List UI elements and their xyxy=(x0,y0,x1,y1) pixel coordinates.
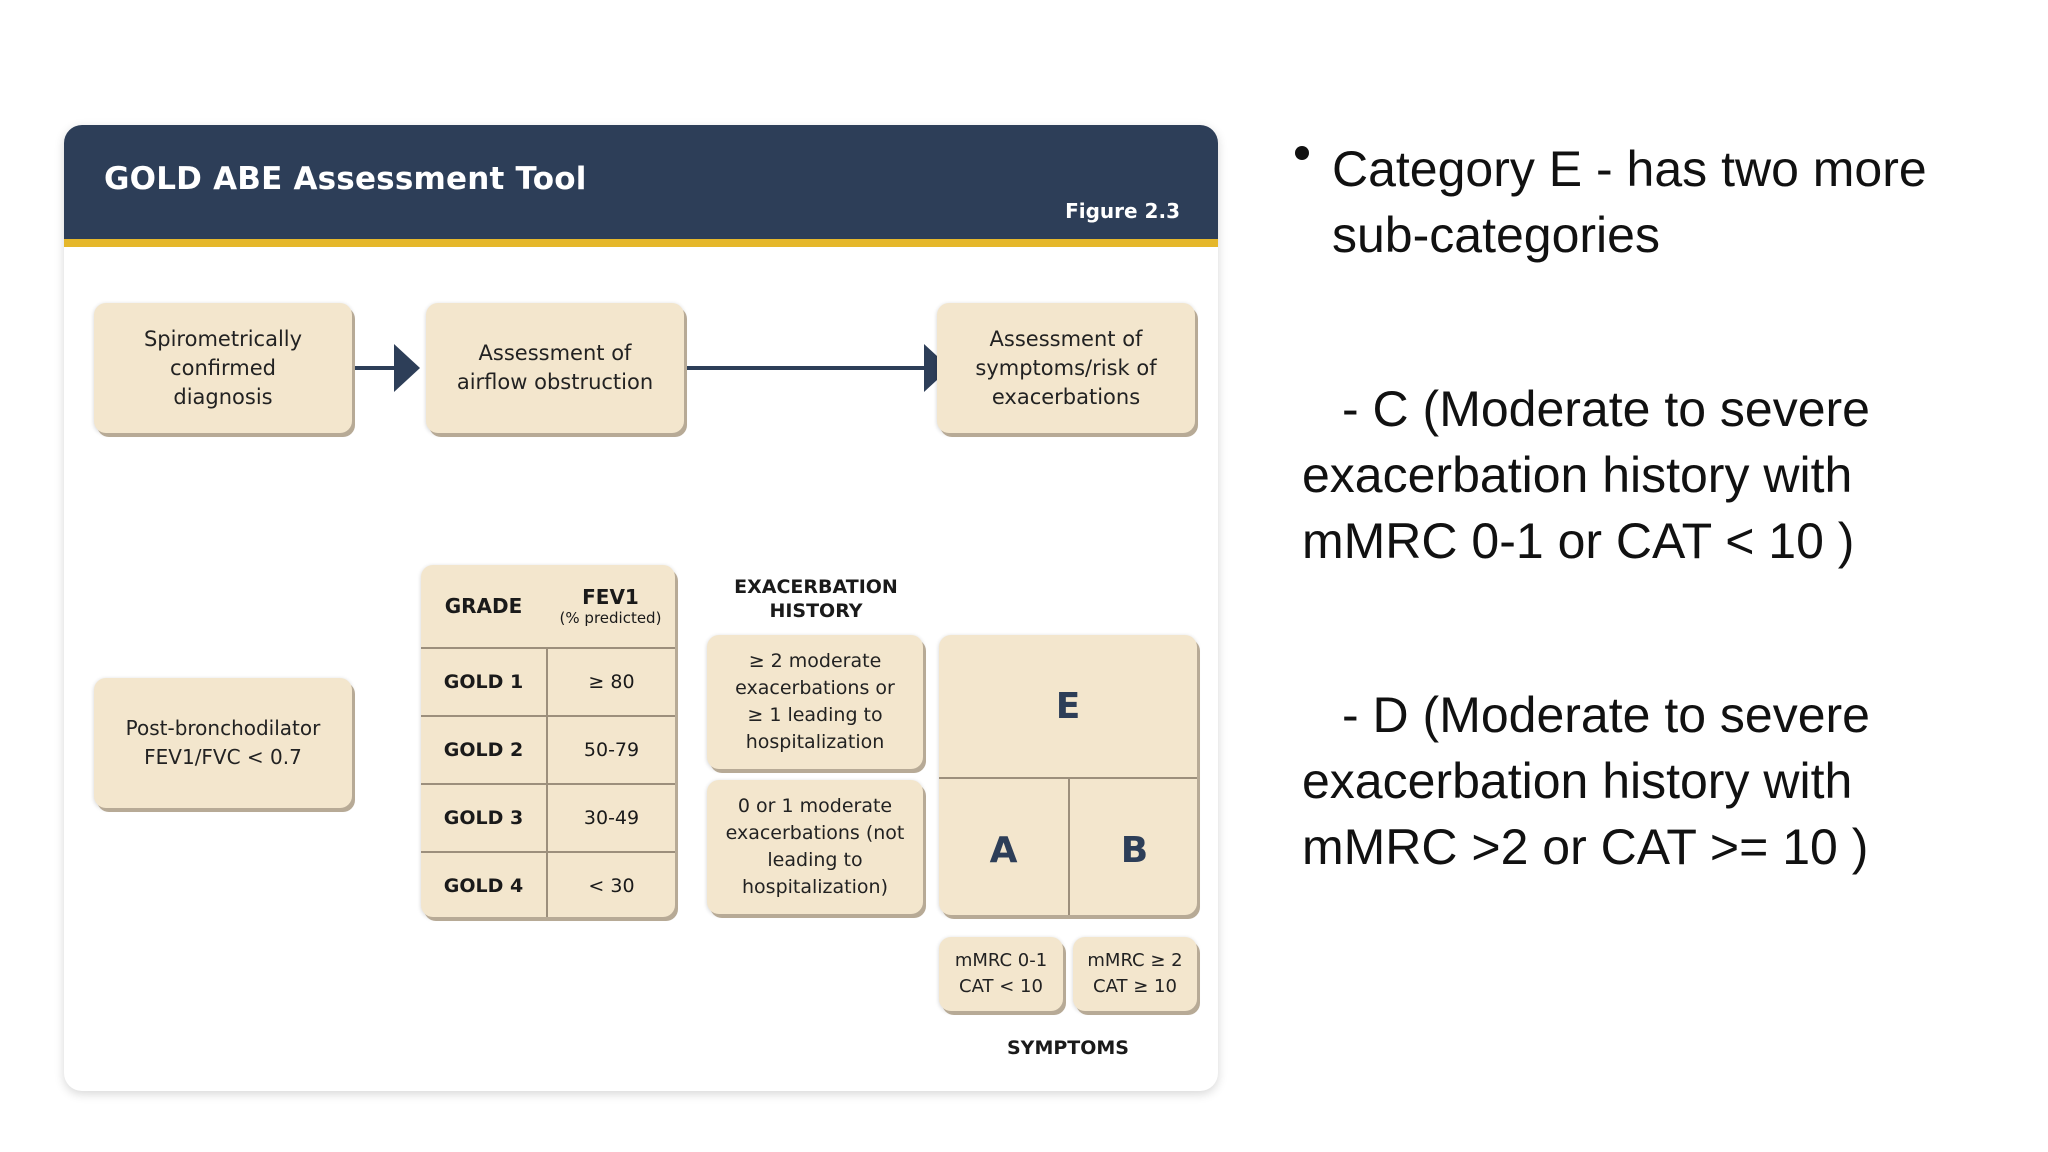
grade-table: GRADE FEV1 (% predicted) GOLD 1 ≥ 80 GOL… xyxy=(421,565,675,917)
post-bronchodilator-label: Post-bronchodilator FEV1/FVC < 0.7 xyxy=(125,716,321,769)
category-d-line-2: exacerbation history with xyxy=(1302,753,1853,809)
category-c-line-3: mMRC 0-1 or CAT < 10 ) xyxy=(1302,513,1855,569)
symptoms-risk-label: Assessment of symptoms/risk of exacerbat… xyxy=(975,326,1157,409)
category-a: A xyxy=(989,829,1018,871)
airflow-label: Assessment of airflow obstruction xyxy=(456,341,654,394)
symptoms-high-line2: CAT ≥ 10 xyxy=(1093,976,1177,997)
grade-cell: GOLD 3 xyxy=(421,785,548,851)
fev1-subheader: (% predicted) xyxy=(559,609,662,627)
exacerbation-high-box: ≥ 2 moderate exacerbations or ≥ 1 leadin… xyxy=(707,635,923,769)
category-d-line-1: - D (Moderate to severe xyxy=(1342,687,1870,743)
airflow-box: Assessment of airflow obstruction xyxy=(426,303,684,433)
category-e: E xyxy=(1055,685,1081,727)
figure-number: Figure 2.3 xyxy=(1065,199,1180,223)
arrow-head-1 xyxy=(394,344,420,392)
figure-title: GOLD ABE Assessment Tool xyxy=(104,161,587,197)
grade-cell: GOLD 2 xyxy=(421,717,548,783)
grid-divider-horizontal xyxy=(939,777,1197,779)
grade-header: GRADE xyxy=(444,594,523,618)
symptoms-low-box: mMRC 0-1 CAT < 10 xyxy=(939,937,1063,1011)
exacerbation-low-label: 0 or 1 moderate exacerbations (not leadi… xyxy=(725,795,905,898)
grid-divider-vertical xyxy=(1068,779,1070,915)
arrow-line-1 xyxy=(355,366,397,370)
symptoms-risk-box: Assessment of symptoms/risk of exacerbat… xyxy=(937,303,1195,433)
table-row: GOLD 1 ≥ 80 xyxy=(421,647,675,715)
fev1-cell: 50-79 xyxy=(583,739,640,761)
table-row: GOLD 3 30-49 xyxy=(421,783,675,851)
category-c-line-1: - C (Moderate to severe xyxy=(1342,381,1870,437)
fev1-cell: 30-49 xyxy=(583,807,640,829)
symptoms-high-line1: mMRC ≥ 2 xyxy=(1087,950,1183,971)
grade-table-header: GRADE FEV1 (% predicted) xyxy=(421,565,675,647)
table-row: GOLD 4 < 30 xyxy=(421,851,675,917)
category-d-line-3: mMRC >2 or CAT >= 10 ) xyxy=(1302,819,1869,875)
fev1-header: FEV1 xyxy=(582,585,639,609)
symptoms-high-box: mMRC ≥ 2 CAT ≥ 10 xyxy=(1073,937,1197,1011)
post-bronchodilator-box: Post-bronchodilator FEV1/FVC < 0.7 xyxy=(94,678,352,808)
exacerbation-high-label: ≥ 2 moderate exacerbations or ≥ 1 leadin… xyxy=(735,650,895,753)
gold-abe-figure: GOLD ABE Assessment Tool Figure 2.3 Spir… xyxy=(64,125,1218,1091)
spirometry-box: Spirometrically confirmed diagnosis xyxy=(94,303,352,433)
bullet-dot xyxy=(1295,146,1309,160)
symptoms-label: SYMPTOMS xyxy=(1007,1037,1129,1059)
symptoms-low-line2: CAT < 10 xyxy=(959,976,1043,997)
table-row: GOLD 2 50-79 xyxy=(421,715,675,783)
category-c-line-2: exacerbation history with xyxy=(1302,447,1853,503)
arrow-line-2 xyxy=(687,366,927,370)
header-accent-bar xyxy=(64,239,1218,247)
fev1-cell: ≥ 80 xyxy=(588,671,635,693)
symptoms-low-line1: mMRC 0-1 xyxy=(954,950,1048,971)
exacerbation-history-title: EXACERBATION HISTORY xyxy=(734,576,898,622)
category-b: B xyxy=(1120,829,1149,871)
fev1-cell: < 30 xyxy=(588,875,635,897)
exacerbation-low-box: 0 or 1 moderate exacerbations (not leadi… xyxy=(707,780,923,914)
figure-header: GOLD ABE Assessment Tool Figure 2.3 xyxy=(64,125,1218,247)
grade-cell: GOLD 4 xyxy=(421,853,548,917)
grade-cell: GOLD 1 xyxy=(421,649,548,715)
spirometry-label: Spirometrically confirmed diagnosis xyxy=(143,326,303,409)
bullet-line-2: sub-categories xyxy=(1332,207,1660,263)
category-grid: E A B xyxy=(939,635,1197,915)
bullet-line-1: Category E - has two more xyxy=(1332,141,1927,197)
